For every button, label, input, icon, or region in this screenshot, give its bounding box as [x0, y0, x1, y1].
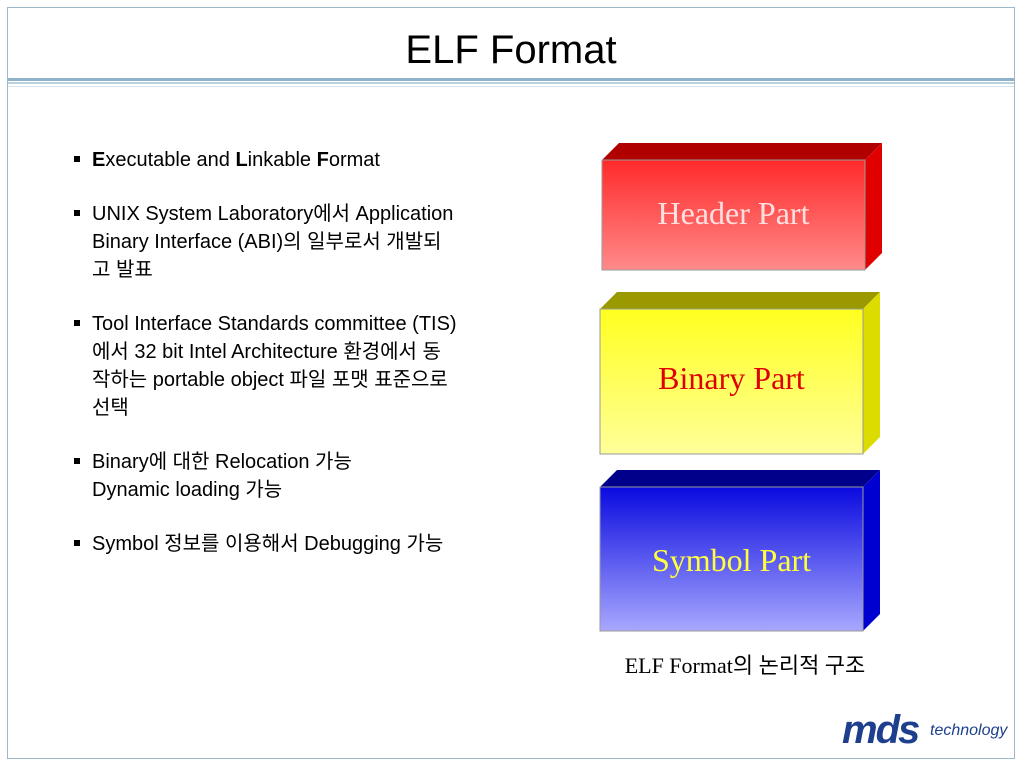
bullet-text: F [316, 149, 329, 171]
title-rule [8, 78, 1014, 81]
bullet-text: ormat [328, 149, 380, 171]
bullet-line: Binary Interface (ABI)의 일부로서 개발되 [92, 228, 572, 256]
block-side-face [863, 292, 880, 454]
bullet-text: 에서 32 bit Intel Architecture 환경에서 동 [92, 341, 441, 363]
bullet-text: Binary Interface (ABI)의 일부로서 개발되 [92, 231, 442, 253]
bullet-line: Executable and Linkable Format [92, 146, 572, 174]
binary-part-label: Binary Part [658, 360, 805, 396]
title-rule-3 [8, 86, 1014, 87]
bullet-marker-icon [74, 156, 80, 162]
bullet-marker-icon [74, 458, 80, 464]
bullet-line: UNIX System Laboratory에서 Application [92, 200, 572, 228]
bullet-text: Dynamic loading 가능 [92, 479, 283, 501]
binary-part-block [599, 292, 880, 455]
bullet-text: Tool Interface Standards committee (TIS) [92, 313, 457, 335]
bullet-text: 선택 [92, 397, 129, 419]
block-side-face [863, 470, 880, 631]
symbol-part-block [599, 470, 880, 632]
bullet-line: Dynamic loading 가능 [92, 476, 572, 504]
block-front-face [601, 159, 866, 271]
title-bar: ELF Format [8, 8, 1014, 86]
bullet-line: Tool Interface Standards committee (TIS) [92, 310, 572, 338]
bullet-item: Binary에 대한 Relocation 가능 Dynamic loading … [72, 448, 572, 504]
slide-frame [7, 7, 1015, 759]
bullet-line: 에서 32 bit Intel Architecture 환경에서 동 [92, 338, 572, 366]
header-part-label: Header Part [657, 195, 810, 231]
diagram-caption: ELF Format의 논리적 구조 [624, 653, 866, 678]
mds-logo: mds technology [842, 706, 1012, 752]
bullet-text: 고 발표 [92, 259, 153, 281]
logo-brand: mds [842, 708, 920, 752]
bullet-item: Tool Interface Standards committee (TIS)… [72, 310, 572, 422]
bullet-text: E [92, 149, 106, 171]
bullet-text: Binary에 대한 Relocation 가능 [92, 451, 352, 473]
block-top-face [602, 143, 882, 160]
bullet-text: xecutable and [105, 149, 236, 171]
header-part-block [601, 143, 882, 271]
bullet-marker-icon [74, 320, 80, 326]
bullet-text: Symbol 정보를 이용해서 Debugging 가능 [92, 533, 444, 555]
bullet-line: 고 발표 [92, 256, 572, 284]
logo-suffix: technology [930, 722, 1008, 739]
block-front-face [599, 308, 864, 455]
bullet-text: UNIX System Laboratory에서 Application [92, 203, 454, 225]
bullet-marker-icon [74, 540, 80, 546]
block-front-face [599, 486, 864, 632]
block-top-face [600, 470, 880, 487]
slide-title: ELF Format [405, 28, 617, 72]
bullet-text: inkable [247, 149, 317, 171]
bullet-item: Executable and Linkable Format [72, 146, 572, 174]
bullet-line: 작하는 portable object 파일 포맷 표준으로 [92, 366, 572, 394]
title-rule-2 [8, 82, 1014, 84]
bullet-line: Symbol 정보를 이용해서 Debugging 가능 [92, 530, 572, 558]
block-side-face [865, 143, 882, 270]
bullet-text: 작하는 portable object 파일 포맷 표준으로 [92, 369, 448, 391]
bullet-marker-icon [74, 210, 80, 216]
bullet-line: Binary에 대한 Relocation 가능 [92, 448, 572, 476]
block-top-face [600, 292, 880, 309]
bullet-item: Symbol 정보를 이용해서 Debugging 가능 [72, 530, 572, 558]
symbol-part-label: Symbol Part [651, 542, 812, 578]
bullet-text: L [235, 149, 248, 171]
bullet-line: 선택 [92, 394, 572, 422]
